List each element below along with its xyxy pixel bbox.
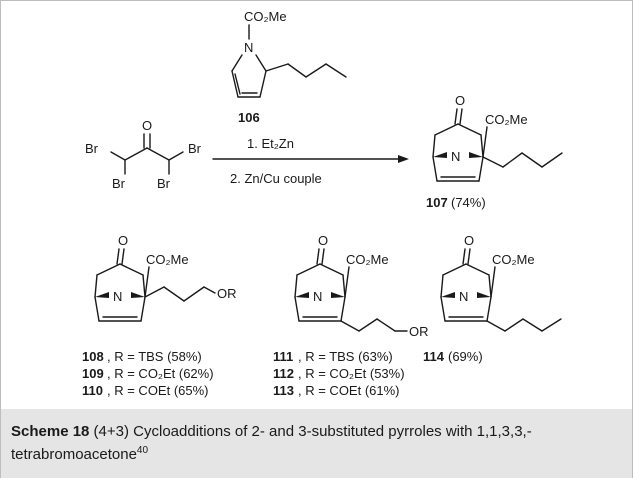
compound-entry: , R = COEt (65%)	[107, 383, 209, 398]
compound-number: 111	[273, 349, 293, 364]
compound-o-label: O	[464, 233, 474, 248]
compound-number: 113	[273, 383, 294, 398]
scheme-caption: Scheme 18 (4+3) Cycloadditions of 2- and…	[1, 409, 632, 478]
caption-text: (4+3) Cycloadditions of 2- and 3-substit…	[11, 423, 532, 463]
ketone-o-label: O	[142, 118, 152, 133]
condition-step-1: 1. Et₂Zn	[247, 136, 294, 151]
product-ester-label: CO₂Me	[485, 112, 528, 127]
compound-number: 114	[423, 349, 445, 364]
compound-o-label: O	[318, 233, 328, 248]
bromine-4: Br	[157, 176, 171, 191]
reaction-arrow: 1. Et₂Zn 2. Zn/Cu couple	[212, 136, 409, 186]
condition-step-2: 2. Zn/Cu couple	[230, 171, 322, 186]
tetrabromoacetone: O Br Br Br Br	[85, 118, 202, 191]
compound-group-108-110: O N CO₂Me OR 108 , R = TBS (58%) 109 , R…	[82, 233, 237, 398]
compound-number: 108	[82, 349, 104, 364]
pyrrole-compound-number: 106	[238, 110, 260, 125]
compound-n-label: N	[113, 289, 122, 304]
bromine-1: Br	[85, 141, 99, 156]
caption-label: Scheme 18	[11, 423, 90, 440]
compound-side-chain-label: OR	[409, 324, 429, 339]
product-o-label: O	[455, 93, 465, 108]
compound-entry: , R = CO₂Et (62%)	[107, 366, 214, 381]
compound-group-111-113: O N CO₂Me OR 111 , R = TBS (63%) 112 , R…	[273, 233, 429, 398]
compound-entry: , R = CO₂Et (53%)	[298, 366, 405, 381]
compound-n-label: N	[459, 289, 468, 304]
compound-number: 109	[82, 366, 104, 381]
bromine-2: Br	[112, 176, 126, 191]
compound-number: 110	[82, 383, 103, 398]
compound-ester-label: CO₂Me	[346, 252, 389, 267]
pyrrole-106: CO₂Me N 106	[231, 9, 347, 125]
bromine-3: Br	[188, 141, 202, 156]
compound-entry: , R = TBS (63%)	[298, 349, 393, 364]
product-n-label: N	[451, 149, 460, 164]
product-compound-number: 107	[426, 195, 448, 210]
compound-group-114: O N CO₂Me 114 (69%)	[423, 233, 562, 364]
product-yield: (74%)	[451, 195, 486, 210]
compound-n-label: N	[313, 289, 322, 304]
compound-ester-label: CO₂Me	[492, 252, 535, 267]
compound-o-label: O	[118, 233, 128, 248]
product-107: O N CO₂Me 107 (74%)	[426, 93, 563, 210]
compound-number: 112	[273, 366, 294, 381]
compound-ester-label: CO₂Me	[146, 252, 189, 267]
caption-reference: 40	[136, 445, 149, 456]
compound-entry: , R = COEt (61%)	[298, 383, 400, 398]
pyrrole-n-label: N	[244, 40, 253, 55]
compound-entry: (69%)	[448, 349, 483, 364]
compound-entry: , R = TBS (58%)	[107, 349, 202, 364]
compound-side-chain-label: OR	[217, 286, 237, 301]
pyrrole-ester-label: CO₂Me	[244, 9, 287, 24]
